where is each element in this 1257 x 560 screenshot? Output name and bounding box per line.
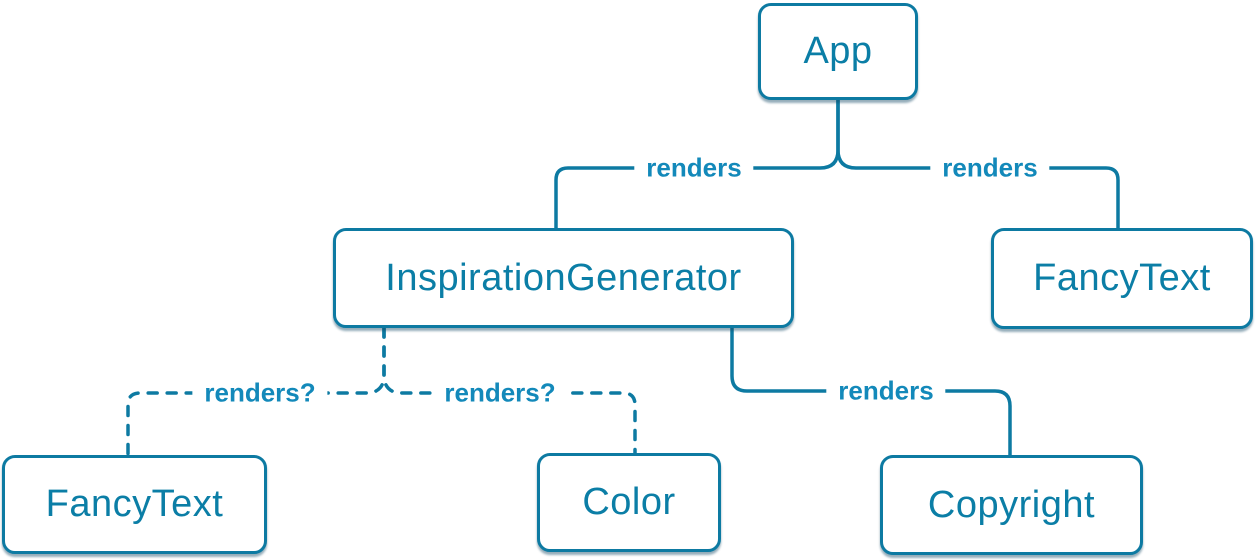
node-copyright: Copyright	[880, 455, 1143, 555]
edge-label-inspiration-generator-renders-fancy-text: renders?	[192, 379, 328, 408]
node-fancy-text-left: FancyText	[2, 455, 267, 554]
node-inspiration-generator: InspirationGenerator	[333, 228, 794, 328]
node-app: App	[758, 3, 918, 100]
edge-label-app-renders-inspiration-generator: renders	[634, 154, 754, 183]
edge-label-inspiration-generator-renders-color: renders?	[432, 379, 568, 408]
node-copyright-label: Copyright	[927, 483, 1096, 526]
node-fancy-text-left-label: FancyText	[45, 483, 224, 525]
node-color-label: Color	[582, 481, 676, 523]
node-app-label: App	[803, 30, 873, 72]
node-color: Color	[537, 453, 721, 552]
node-fancy-text-right-label: FancyText	[1033, 257, 1211, 299]
node-inspiration-generator-label: InspirationGenerator	[385, 256, 742, 299]
edge-label-inspiration-generator-renders-copyright: renders	[826, 377, 946, 406]
node-fancy-text-right: FancyText	[991, 228, 1253, 329]
edge-inspiration-generator-color	[382, 326, 637, 455]
edge-label-app-renders-fancy-text: renders	[930, 154, 1050, 183]
